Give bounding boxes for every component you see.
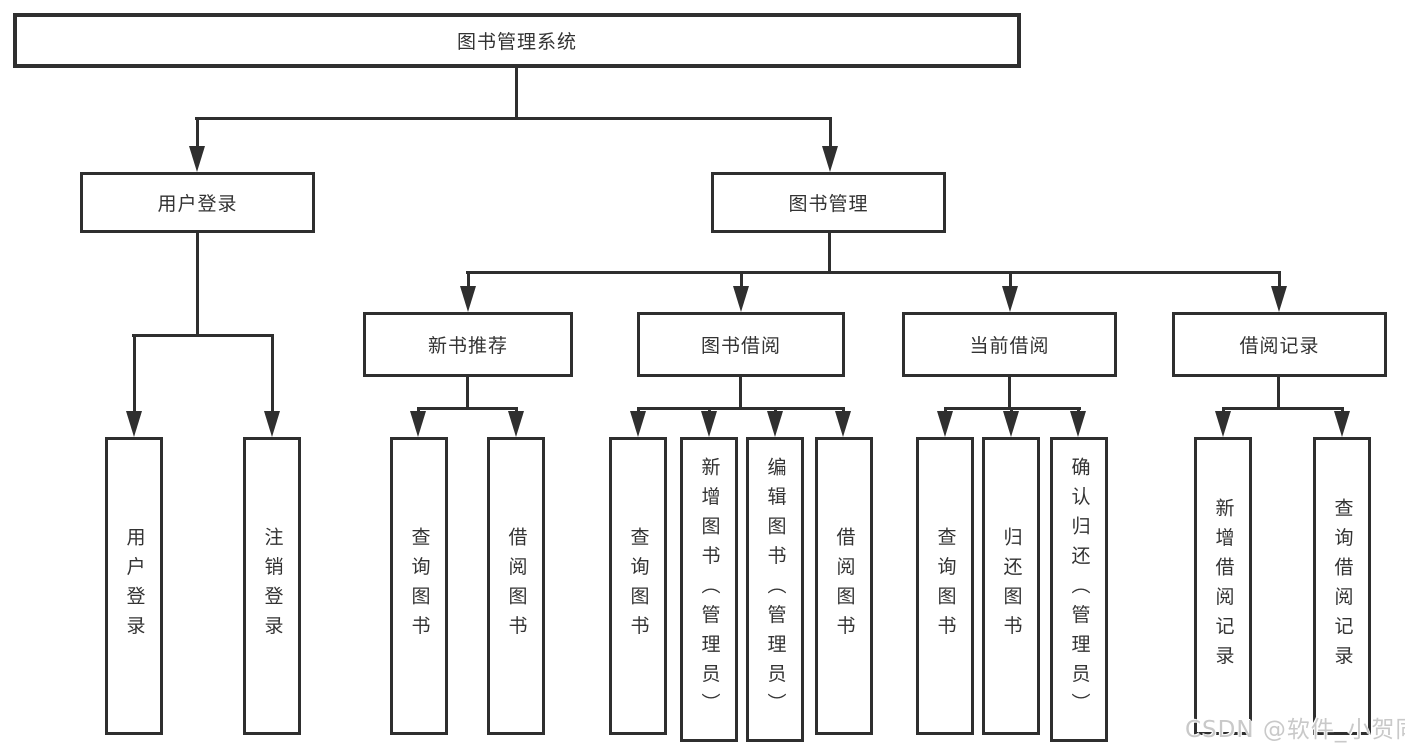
arrow-down-icon (1002, 286, 1018, 312)
node-new-book-recommend: 新书推荐 (363, 312, 573, 377)
arrow-down-icon (937, 411, 953, 437)
arrow-down-icon (835, 411, 851, 437)
leaf-label: 查询借阅记录 (1331, 497, 1354, 675)
connector-line (132, 334, 274, 337)
connector-line (739, 374, 742, 410)
leaf-label: 新增图书（管理员） (698, 456, 721, 723)
connector-line (1278, 271, 1281, 288)
leaf-label: 查询图书 (627, 527, 650, 645)
node-bb-query-books: 查询图书 (609, 437, 667, 735)
connector-line (774, 407, 777, 414)
connector-line (196, 117, 199, 148)
leaf-label: 用户登录 (123, 527, 146, 645)
connector-line (708, 407, 711, 414)
csdn-watermark: CSDN @软件_小贺同学 (1185, 717, 1405, 743)
node-logout-leaf: 注销登录 (243, 437, 301, 735)
connector-line (133, 334, 136, 413)
arrow-down-icon (410, 411, 426, 437)
connector-line (466, 271, 1281, 274)
node-book-borrowing: 图书借阅 (637, 312, 845, 377)
node-borrow-records: 借阅记录 (1172, 312, 1387, 377)
connector-line (467, 271, 470, 288)
arrow-down-icon (1070, 411, 1086, 437)
connector-line (944, 407, 947, 414)
arrow-down-icon (767, 411, 783, 437)
arrow-down-icon (630, 411, 646, 437)
arrow-down-icon (1003, 411, 1019, 437)
node-user-login: 用户登录 (80, 172, 315, 233)
arrow-down-icon (822, 146, 838, 172)
connector-line (1222, 407, 1225, 414)
connector-line (466, 374, 469, 410)
leaf-label: 借阅图书 (505, 527, 528, 645)
connector-line (1277, 374, 1280, 410)
node-library-system: 图书管理系统 (13, 13, 1021, 68)
arrow-down-icon (1271, 286, 1287, 312)
arrow-down-icon (508, 411, 524, 437)
node-bb-add-books-admin: 新增图书（管理员） (680, 437, 738, 742)
arrow-down-icon (701, 411, 717, 437)
connector-line (417, 407, 420, 414)
connector-line (829, 117, 832, 148)
node-cb-return-books: 归还图书 (982, 437, 1040, 735)
node-current-borrowing: 当前借阅 (902, 312, 1117, 377)
node-user-login-leaf: 用户登录 (105, 437, 163, 735)
leaf-label: 归还图书 (1000, 527, 1023, 645)
connector-line (515, 407, 518, 414)
connector-line (195, 117, 832, 120)
node-br-add-record: 新增借阅记录 (1194, 437, 1252, 735)
connector-line (271, 334, 274, 413)
connector-line (417, 407, 518, 410)
node-nb-query-books: 查询图书 (390, 437, 448, 735)
arrow-down-icon (460, 286, 476, 312)
leaf-label: 查询图书 (934, 527, 957, 645)
node-cb-query-books: 查询图书 (916, 437, 974, 735)
node-nb-borrow-books: 借阅图书 (487, 437, 545, 735)
leaf-label: 编辑图书（管理员） (764, 456, 787, 723)
leaf-label: 查询图书 (408, 527, 431, 645)
connector-line (1010, 407, 1013, 414)
leaf-label: 确认归还（管理员） (1068, 456, 1091, 723)
connector-line (1009, 271, 1012, 288)
node-book-management: 图书管理 (711, 172, 946, 233)
connector-line (842, 407, 845, 414)
connector-line (1008, 374, 1011, 410)
connector-line (1077, 407, 1080, 414)
node-cb-confirm-return-admin: 确认归还（管理员） (1050, 437, 1108, 742)
connector-line (1341, 407, 1344, 414)
arrow-down-icon (126, 411, 142, 437)
connector-line (637, 407, 640, 414)
arrow-down-icon (1334, 411, 1350, 437)
arrow-down-icon (1215, 411, 1231, 437)
arrow-down-icon (264, 411, 280, 437)
arrow-down-icon (733, 286, 749, 312)
connector-line (828, 230, 831, 274)
connector-line (515, 66, 518, 119)
connector-line (740, 271, 743, 288)
arrow-down-icon (189, 146, 205, 172)
connector-line (1222, 407, 1344, 410)
node-br-query-record: 查询借阅记录 (1313, 437, 1371, 735)
node-bb-edit-books-admin: 编辑图书（管理员） (746, 437, 804, 742)
leaf-label: 新增借阅记录 (1212, 497, 1235, 675)
node-bb-borrow-books: 借阅图书 (815, 437, 873, 735)
connector-line (196, 230, 199, 337)
connector-line (637, 407, 845, 410)
leaf-label: 借阅图书 (833, 527, 856, 645)
leaf-label: 注销登录 (261, 527, 284, 645)
